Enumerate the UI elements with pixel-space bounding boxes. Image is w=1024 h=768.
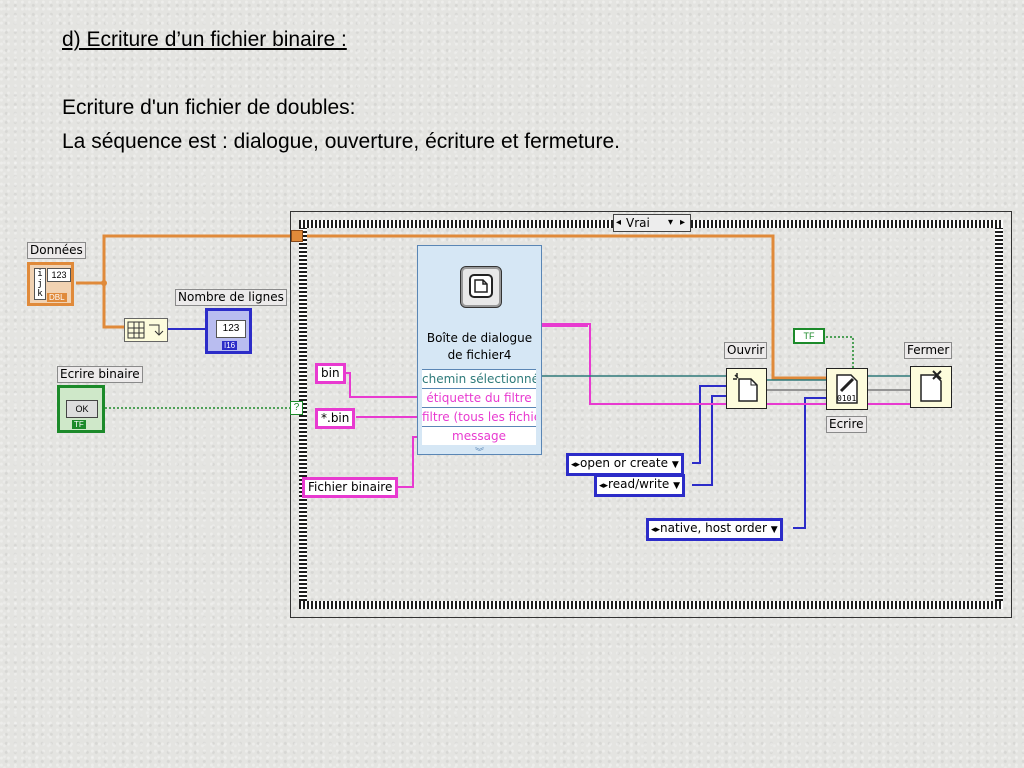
index-i: i xyxy=(37,269,43,279)
terminal-message[interactable]: message xyxy=(422,426,536,445)
case-selector[interactable]: ◂ Vrai ▾ ▸ xyxy=(613,214,691,232)
terminal-chemin[interactable]: chemin sélectionné xyxy=(422,369,536,388)
terminal-etiquette[interactable]: étiquette du filtre xyxy=(422,388,536,407)
write-file-icon xyxy=(836,374,858,404)
enum-inc-dec-icon[interactable]: ◂▸ xyxy=(571,460,581,470)
array-index-display: i j k xyxy=(34,268,46,300)
case-selector-terminal[interactable]: ? xyxy=(290,401,303,415)
enum-access-value: read/write xyxy=(608,477,670,491)
case-next-arrow[interactable]: ▸ xyxy=(680,217,686,228)
case-prev-arrow[interactable]: ◂ xyxy=(616,217,622,228)
slide-sequence-text: La séquence est : dialogue, ouverture, é… xyxy=(62,130,620,153)
index-k: k xyxy=(37,289,43,299)
expand-arrow-icon[interactable]: ︾ xyxy=(474,447,484,457)
ecrire-binaire-label: Ecrire binaire xyxy=(57,366,143,383)
donnees-terminal[interactable]: i j k 123 DBL xyxy=(27,262,74,306)
ecrire-label: Ecrire xyxy=(826,416,867,433)
nombre-lignes-terminal[interactable]: 123 I16 xyxy=(205,308,252,354)
case-dropdown-arrow[interactable]: ▾ xyxy=(668,217,674,228)
enum-inc-dec-icon[interactable]: ◂▸ xyxy=(599,481,609,491)
ouvrir-label: Ouvrir xyxy=(724,342,768,359)
array-size-function[interactable] xyxy=(124,318,168,342)
constant-fichier-binaire[interactable]: Fichier binaire xyxy=(302,477,399,498)
write-icon-text: 0101 xyxy=(837,394,857,403)
chevron-down-icon[interactable]: ▼ xyxy=(671,460,679,470)
folder-dialog-icon xyxy=(469,274,493,298)
nombre-lignes-label: Nombre de lignes xyxy=(175,289,287,306)
ecrire-binaire-type: TF xyxy=(72,420,86,429)
file-dialog-title-line2: de fichier4 xyxy=(447,348,512,362)
enum-inc-dec-icon[interactable]: ◂▸ xyxy=(651,525,661,535)
enum-open-or-create[interactable]: ◂▸open or create ▼ xyxy=(566,453,684,476)
open-file-icon xyxy=(733,373,758,402)
close-file-icon xyxy=(920,370,942,402)
write-binary-function[interactable]: 0101 xyxy=(826,368,868,410)
wire-donnees-to-array-size xyxy=(102,283,124,329)
case-structure[interactable] xyxy=(290,211,1012,618)
index-j: j xyxy=(37,279,43,289)
file-dialog-icon xyxy=(460,266,502,308)
enum-byte-order[interactable]: ◂▸native, host order ▼ xyxy=(646,518,783,541)
wire-junction xyxy=(101,280,107,286)
nombre-lignes-type: I16 xyxy=(222,341,238,350)
file-dialog-title-line1: Boîte de dialogue xyxy=(426,331,533,345)
ecrire-binaire-button: OK xyxy=(66,400,98,418)
enum-read-write[interactable]: ◂▸read/write ▼ xyxy=(594,474,686,497)
file-dialog-node[interactable]: Boîte de dialogue de fichier4 chemin sél… xyxy=(417,245,542,457)
open-file-function[interactable] xyxy=(726,368,767,409)
donnees-label: Données xyxy=(27,242,86,259)
terminal-filtre[interactable]: filtre (tous les fichiers) xyxy=(422,407,536,426)
enum-open-value: open or create xyxy=(580,456,668,470)
ecrire-binaire-terminal[interactable]: OK TF xyxy=(57,385,105,433)
slide-title: d) Ecriture d’un fichier binaire : xyxy=(62,28,347,51)
file-dialog-title: Boîte de dialogue de fichier4 xyxy=(418,330,541,364)
constant-star-bin[interactable]: *.bin xyxy=(315,408,356,429)
case-tunnel-orange xyxy=(291,230,303,242)
donnees-value: 123 xyxy=(47,268,71,282)
fermer-label: Fermer xyxy=(904,342,953,359)
donnees-type: DBL xyxy=(47,293,67,302)
enum-order-value: native, host order xyxy=(660,521,767,535)
nombre-lignes-value: 123 xyxy=(216,320,246,338)
chevron-down-icon[interactable]: ▼ xyxy=(770,525,778,535)
constant-true[interactable]: TF xyxy=(793,328,825,344)
case-selector-value: Vrai xyxy=(626,216,650,230)
constant-bin[interactable]: bin xyxy=(315,363,346,384)
array-size-icon xyxy=(127,321,164,339)
chevron-down-icon[interactable]: ▼ xyxy=(673,481,681,491)
slide-subtitle: Ecriture d'un fichier de doubles: xyxy=(62,96,356,119)
close-file-function[interactable] xyxy=(910,366,952,408)
